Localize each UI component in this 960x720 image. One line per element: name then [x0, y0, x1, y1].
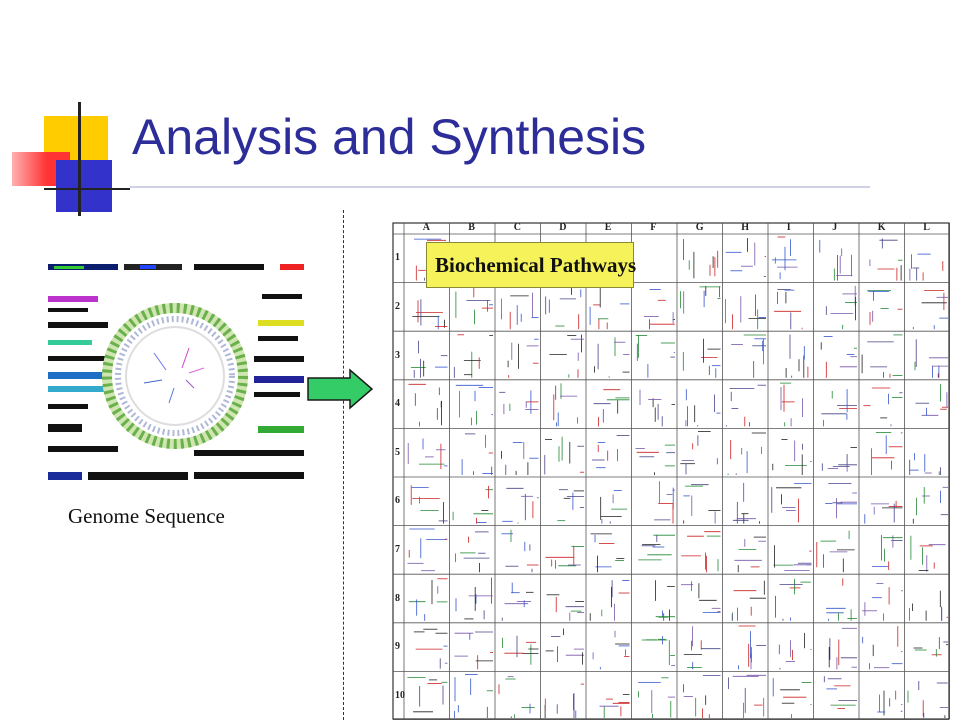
column-label: K — [877, 222, 886, 233]
column-label: A — [422, 222, 430, 233]
column-label: E — [604, 222, 612, 233]
row-label: 9 — [395, 641, 400, 653]
circular-genome — [102, 303, 248, 449]
column-label: L — [923, 222, 930, 233]
row-label: 5 — [395, 446, 400, 458]
row-label: 2 — [395, 300, 400, 312]
genome-sequence-caption: Genome Sequence — [68, 504, 225, 528]
row-label: 1 — [395, 252, 400, 264]
row-label: 6 — [395, 495, 400, 507]
row-label: 7 — [395, 543, 400, 555]
row-label: 3 — [395, 349, 400, 361]
title-underline — [130, 186, 870, 188]
vertical-rule — [78, 102, 81, 216]
horizontal-rule — [44, 188, 130, 190]
row-label: 8 — [395, 592, 400, 604]
decorative-corner-blocks — [0, 96, 130, 226]
column-label: I — [786, 222, 791, 233]
column-label: D — [559, 222, 567, 233]
right-gene-tracks — [194, 264, 304, 479]
column-label: F — [650, 222, 657, 233]
left-gene-tracks — [48, 264, 188, 480]
right-arrow-icon — [307, 368, 374, 410]
pathway-grid — [392, 222, 950, 720]
column-label: B — [468, 222, 475, 233]
row-label: 4 — [395, 398, 400, 410]
column-label: G — [695, 222, 704, 233]
dashed-divider — [343, 210, 344, 720]
row-label: 10 — [395, 689, 405, 701]
column-label: C — [513, 222, 521, 233]
blue-block — [56, 160, 112, 212]
biochemical-pathways-map: A B C D E F G H I J K L 1 2 3 4 5 6 7 8 9 10 Biochemical Pat… — [392, 222, 950, 720]
column-label: H — [741, 222, 750, 233]
circular-genome-map-icon — [44, 258, 306, 494]
pathway-title-box: Biochemical Pathways — [426, 242, 637, 288]
pathway-title: Biochemical Pathways — [435, 253, 637, 277]
map-border — [392, 222, 950, 720]
slide-title: Analysis and Synthesis — [132, 109, 647, 165]
column-label: J — [832, 222, 838, 233]
